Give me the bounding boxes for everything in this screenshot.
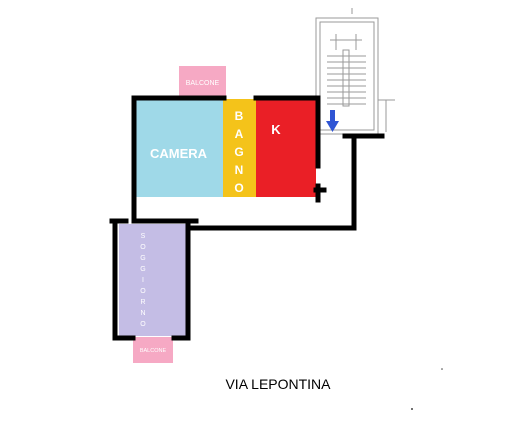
svg-text:N: N [140,310,145,317]
dot-2 [411,408,413,410]
balcony-top [179,66,226,98]
svg-text:R: R [140,299,145,306]
room-camera-label: CAMERA [150,146,208,161]
balcony-bottom-label: BALCONE [140,348,167,354]
dot-1 [441,368,443,370]
arrow-down-icon [326,110,339,132]
svg-text:G: G [140,255,145,262]
balcony-top-label: BALCONE [186,80,220,87]
room-kitchen-label: K [271,122,281,137]
svg-text:S: S [141,233,146,240]
room-bagno [223,99,256,197]
walls [109,95,385,341]
svg-text:O: O [140,244,146,251]
svg-text:A: A [235,127,244,141]
svg-text:O: O [140,321,146,328]
svg-text:O: O [140,288,146,295]
room-camera [134,99,223,197]
svg-text:G: G [234,145,243,159]
svg-text:G: G [140,266,145,273]
room-soggiorno [119,224,186,336]
svg-text:N: N [235,163,244,177]
svg-text:B: B [235,109,244,123]
balcony-bottom [133,337,173,363]
staircase-icon [315,8,395,135]
svg-text:I: I [142,277,144,284]
room-bagno-label: B A G N O [234,109,243,195]
room-soggiorno-label: S O G G I O R N O [140,233,146,328]
street-label: VIA LEPONTINA [225,376,331,392]
room-kitchen [256,99,316,197]
svg-text:O: O [234,181,243,195]
